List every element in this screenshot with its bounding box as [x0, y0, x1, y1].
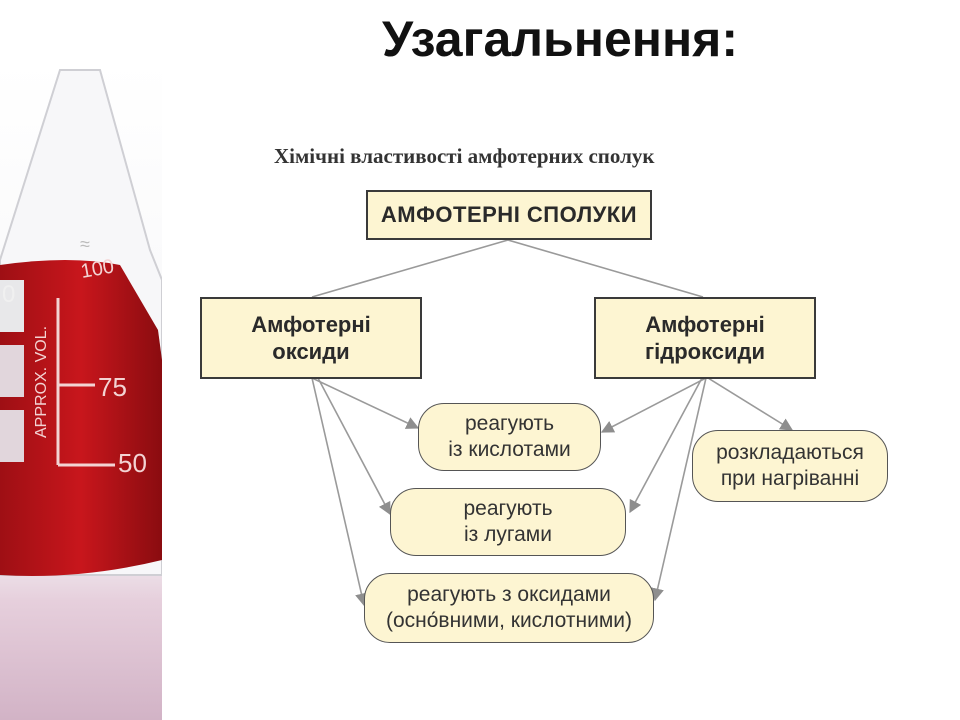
flask-tick-75: 75 [98, 372, 127, 402]
reacts-with-acids: реагують із кислотами [418, 403, 601, 471]
decomposes-on-heating: розкладаються при нагріванні [692, 430, 888, 502]
hydroxides-box: Амфотерні гідроксиди [594, 297, 816, 379]
slide-title: Узагальнення: [382, 11, 738, 67]
arrow-hydroxides-heat [707, 377, 794, 431]
reacts-with-oxides: реагують з оксидами (осно́вними, кислотн… [364, 573, 654, 643]
title-area: Узагальнення: [0, 0, 960, 80]
flask-tick-50: 50 [118, 448, 147, 478]
reacts-with-alkalis: реагують із лугами [390, 488, 626, 556]
label-patch [0, 345, 24, 397]
diagram-heading: Хімічні властивості амфотерних сполук [274, 144, 655, 168]
connector-root-oxides [311, 239, 509, 298]
arrow-hydroxides-acids [600, 377, 707, 433]
flask-symbol: ≈ [80, 234, 90, 254]
flask-edge-text: 0 [2, 281, 15, 308]
arrow-oxides-alkalis [317, 377, 391, 516]
label-patch [0, 410, 24, 462]
connector-root-hydroxides [507, 239, 704, 298]
arrow-oxides-acids [311, 377, 420, 429]
arrow-hydroxides-oxides [651, 377, 707, 602]
oxides-box: Амфотерні оксиди [200, 297, 422, 379]
red-liquid [0, 260, 162, 576]
root-box: АМФОТЕРНІ СПОЛУКИ [366, 190, 652, 240]
flask-photo: 0 ≈ 100 75 50 APPROX. VOL. [0, 60, 162, 720]
arrow-hydroxides-alkalis [629, 377, 703, 514]
arrow-oxides-oxides [311, 377, 368, 607]
label-patch [0, 280, 24, 332]
flask-scale-label: APPROX. VOL. [33, 326, 50, 438]
